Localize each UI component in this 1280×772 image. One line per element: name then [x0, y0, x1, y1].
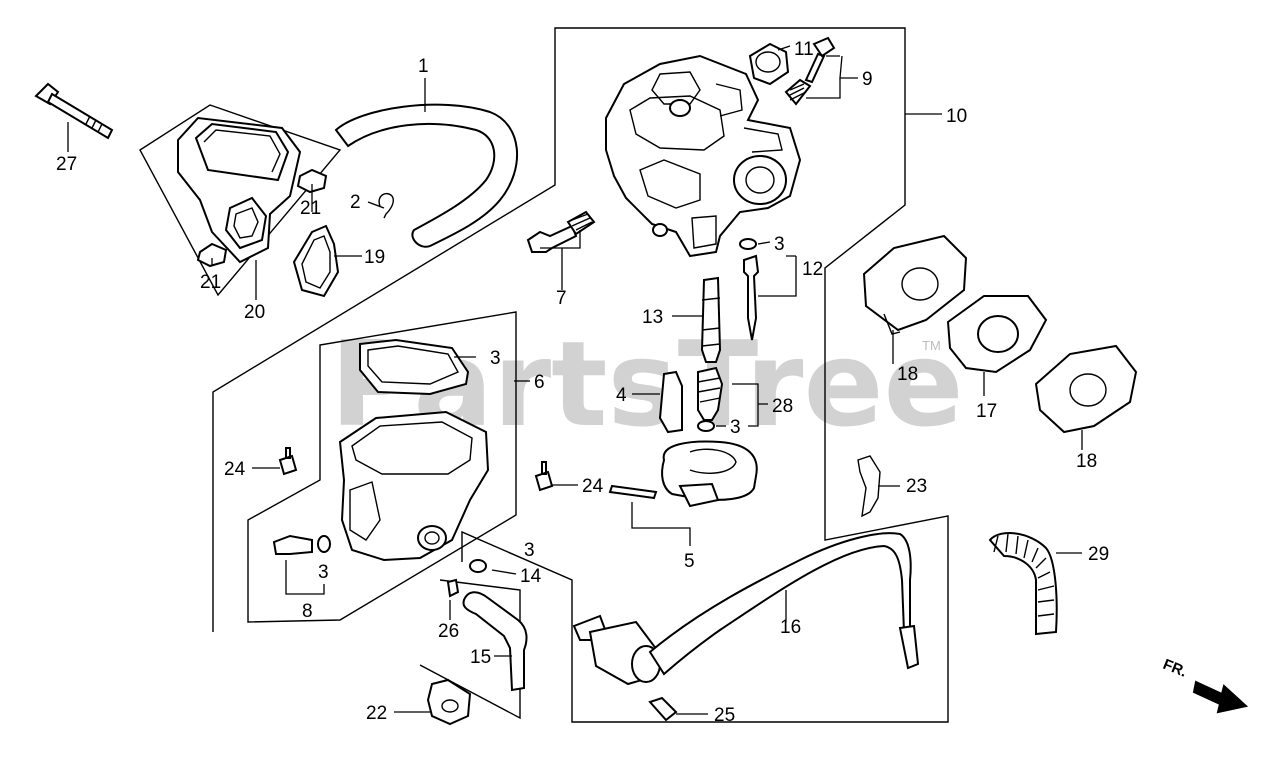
callout-3e: 3 [524, 540, 535, 561]
part-13-main-jet [700, 276, 722, 363]
callout-6: 6 [534, 372, 545, 393]
part-12-float-needle [743, 254, 760, 341]
part-21-nut-lower [196, 242, 228, 268]
part-10-carburetor-body [605, 54, 802, 258]
part-26-clip [446, 578, 460, 598]
part-20-intake-manifold [177, 116, 302, 264]
part-8-drain-screw [272, 534, 313, 555]
part-25-screw [648, 696, 678, 722]
callout-18b: 18 [1076, 451, 1097, 472]
callout-15: 15 [470, 647, 491, 668]
part-23-clip [857, 455, 881, 518]
callout-17: 17 [976, 401, 997, 422]
callout-18a: 18 [897, 364, 918, 385]
callout-13: 13 [642, 307, 663, 328]
callout-1: 1 [418, 56, 429, 77]
part-27-bolt [34, 82, 114, 140]
part-2-clip [378, 192, 395, 219]
part-6-float-chamber [338, 338, 490, 562]
part-29-vent-tube [988, 532, 1058, 636]
part-21-nut-upper [296, 168, 328, 194]
front-direction-arrow [1192, 680, 1249, 714]
part-24-screw-right [534, 461, 554, 492]
part-3-washer-d [469, 559, 487, 573]
callout-28: 28 [772, 396, 793, 417]
part-9-spring [784, 78, 812, 106]
part-7-spring [566, 210, 596, 236]
callout-numbers: 1 2 27 21 21 19 20 11 9 10 3 12 7 13 3 6… [56, 39, 1109, 726]
callout-21a: 21 [300, 198, 321, 219]
part-18-gasket-lower [1034, 344, 1138, 434]
part-3-washer-c [317, 535, 331, 553]
part-24-screw-left [278, 447, 298, 476]
part-4-pilot-jet [658, 370, 683, 434]
part-5-float-pin [608, 484, 658, 500]
callout-3a: 3 [774, 234, 785, 255]
part-18-gasket-upper [862, 234, 968, 335]
callout-19: 19 [364, 247, 385, 268]
callout-10: 10 [946, 106, 967, 127]
part-3-washer-b [697, 420, 715, 432]
callout-24b: 24 [582, 476, 604, 497]
part-22-clamp [426, 678, 472, 726]
watermark-tm: TM [922, 338, 941, 353]
callout-22: 22 [366, 703, 387, 724]
part-17-insulator [946, 295, 1048, 374]
callout-7: 7 [556, 288, 567, 309]
part-9-screw [804, 36, 836, 84]
callout-14: 14 [520, 566, 542, 587]
callout-21b: 21 [200, 272, 221, 293]
callout-12: 12 [802, 259, 823, 280]
callout-16: 16 [780, 617, 801, 638]
callout-5: 5 [684, 551, 695, 572]
callout-4: 4 [616, 385, 627, 406]
callout-2: 2 [350, 192, 361, 213]
callout-23: 23 [906, 476, 927, 497]
callout-9: 9 [862, 69, 873, 90]
callout-20: 20 [244, 302, 265, 323]
callout-26: 26 [438, 621, 459, 642]
leader-lines [67, 45, 1083, 715]
part-11-cap [748, 42, 790, 86]
callout-11: 11 [794, 39, 814, 60]
frame-fuel-cup [247, 311, 517, 623]
frame-main-assembly [212, 27, 949, 723]
callout-3b: 3 [490, 348, 501, 369]
frame-intake-manifold [139, 104, 342, 297]
callout-8: 8 [302, 601, 313, 622]
front-direction-label: FR. [1161, 656, 1190, 681]
callout-25: 25 [714, 705, 735, 726]
callout-27: 27 [56, 154, 77, 175]
callout-3c: 3 [730, 417, 741, 438]
callout-29: 29 [1088, 544, 1109, 565]
part-5-float [661, 440, 758, 508]
part-16-solenoid [572, 532, 920, 686]
part-1-fuel-hose [334, 103, 519, 248]
callout-3d: 3 [318, 562, 329, 583]
callout-24a: 24 [224, 459, 246, 480]
part-19-gasket [292, 224, 340, 298]
part-3-washer-a [739, 238, 757, 250]
part-7-screw [526, 224, 578, 253]
part-15-drain-tube [462, 591, 528, 692]
